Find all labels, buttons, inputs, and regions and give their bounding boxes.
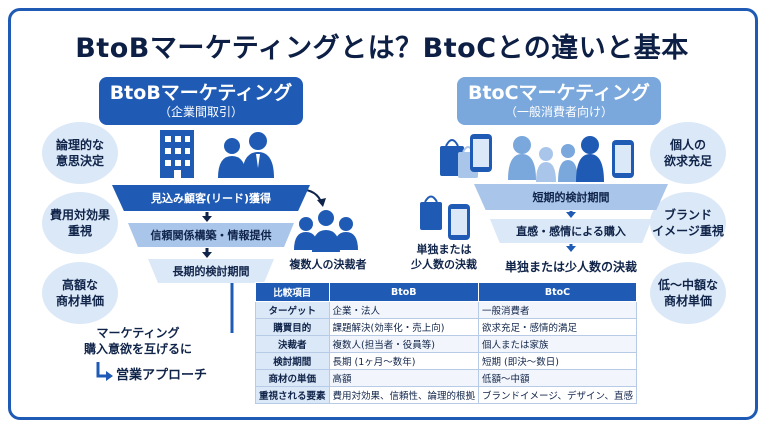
arrow-down-icon xyxy=(566,246,576,252)
table-row: 商材の単価高額低額〜中額 xyxy=(255,369,637,387)
approach-arrow-icon xyxy=(106,371,113,381)
table-row: 検討期間長期 (1ヶ月〜数年)短期 (即決〜数日) xyxy=(255,352,637,370)
arrow-down-icon xyxy=(202,252,212,258)
comparison-table: 比較項目 BtoB BtoC ターゲット企業・法人一般消費者 購買目的課題解決(… xyxy=(255,282,637,404)
btoc-bubble-price-text: 低〜中額な 商材単価 xyxy=(657,278,718,308)
btob-approach-text: マーケティング 購入意欲を互げるに xyxy=(83,326,192,356)
table-cell-btoc: 個人または家族 xyxy=(478,335,637,353)
table-header-btoc: BtoC xyxy=(478,282,637,302)
table-cell-btob: 高額 xyxy=(328,369,480,387)
table-cell-btoc: 欲求充足・感情的満足 xyxy=(478,318,637,336)
btoc-funnel-step-3: 単独または少人数の決裁 xyxy=(504,259,637,274)
table-cell-key: 商材の単価 xyxy=(255,369,330,387)
decision-makers-icon xyxy=(294,210,358,252)
btoc-banner: BtoCマーケティング （一般消費者向け） xyxy=(457,77,661,125)
table-header-row: 比較項目 BtoB BtoC xyxy=(255,282,637,302)
table-row: ターゲット企業・法人一般消費者 xyxy=(255,301,637,319)
table-row: 決裁者複数人(担当者・役員等)個人または家族 xyxy=(255,335,637,353)
family-icon xyxy=(508,136,604,182)
table-cell-btoc: 短期 (即決〜数日) xyxy=(478,352,637,370)
btob-banner-title: BtoBマーケティング xyxy=(109,82,293,104)
btob-bubble-price: 高額な 商材単価 xyxy=(42,262,118,324)
arrow-down-icon xyxy=(202,216,212,222)
table-cell-btoc: ブランドイメージ、デザイン、直感 xyxy=(478,386,637,404)
btoc-bubble-brand-text: ブランド イメージ重視 xyxy=(652,208,724,238)
table-cell-key: 購買目的 xyxy=(255,318,330,336)
btob-bubble-price-text: 高額な 商材単価 xyxy=(55,278,104,308)
btob-deciders-label: 複数人の決裁者 xyxy=(289,258,367,271)
table-cell-btob: 費用対効果、信頼性、論理的根拠 xyxy=(328,386,480,404)
table-row: 購買目的課題解決(効率化・売上向)欲求充足・感情的満足 xyxy=(255,318,637,336)
btob-bubble-logical: 論理的な 意思決定 xyxy=(42,122,118,184)
table-cell-btob: 複数人(担当者・役員等) xyxy=(328,335,480,353)
btob-approach-label: 営業アプローチ xyxy=(116,368,208,383)
table-cell-key: 重視される要素 xyxy=(255,386,330,404)
table-header-btob: BtoB xyxy=(328,282,480,302)
btoc-banner-subtitle: （一般消費者向け） xyxy=(504,105,613,119)
shopping-bag-icon xyxy=(420,139,478,230)
page-title: BtoBマーケティングとは？BtoCとの違いと基本 xyxy=(75,33,689,64)
btoc-bubble-brand: ブランド イメージ重視 xyxy=(650,192,726,254)
table-cell-btob: 長期 (1ヶ月〜数年) xyxy=(328,352,480,370)
btob-funnel-step-2: 信頼関係構築・情報提供 xyxy=(128,223,294,247)
btoc-funnel-step-2: 直感・感情による購入 xyxy=(490,219,652,243)
businesspeople-icon xyxy=(218,132,274,178)
btoc-banner-title: BtoCマーケティング xyxy=(467,82,651,104)
btob-bubble-logical-text: 論理的な 意思決定 xyxy=(55,138,104,168)
btob-funnel-step-3: 長期的検討期間 xyxy=(148,259,274,283)
smartphone-icon xyxy=(448,134,634,240)
table-cell-btob: 課題解決(効率化・売上向) xyxy=(328,318,480,336)
btob-bubble-cost-text: 費用対効果 重視 xyxy=(49,208,110,238)
arrow-down-icon xyxy=(566,212,576,218)
table-cell-key: 決裁者 xyxy=(255,335,330,353)
table-header-item: 比較項目 xyxy=(255,282,330,302)
btob-banner: BtoBマーケティング （企業間取引） xyxy=(99,77,303,125)
building-icon xyxy=(160,130,194,178)
table-cell-key: ターゲット xyxy=(255,301,330,319)
btob-banner-subtitle: （企業間取引） xyxy=(158,105,243,119)
btoc-bubble-price: 低〜中額な 商材単価 xyxy=(650,262,726,324)
table-cell-btoc: 一般消費者 xyxy=(478,301,637,319)
table-cell-key: 検討期間 xyxy=(255,352,330,370)
btoc-bubble-desire-text: 個人の 欲求充足 xyxy=(663,138,712,168)
btob-funnel-step-1: 見込み顧客(リード)獲得 xyxy=(112,185,310,211)
table-row: 重視される要素費用対効果、信頼性、論理的根拠ブランドイメージ、デザイン、直感 xyxy=(255,386,637,404)
table-cell-btob: 企業・法人 xyxy=(328,301,480,319)
btob-bubble-cost: 費用対効果 重視 xyxy=(42,192,118,254)
btoc-side-label: 単独または 少人数の決裁 xyxy=(411,243,477,271)
btoc-bubble-desire: 個人の 欲求充足 xyxy=(650,122,726,184)
btoc-funnel-step-1: 短期的検討期間 xyxy=(474,184,668,210)
table-cell-btoc: 低額〜中額 xyxy=(478,369,637,387)
